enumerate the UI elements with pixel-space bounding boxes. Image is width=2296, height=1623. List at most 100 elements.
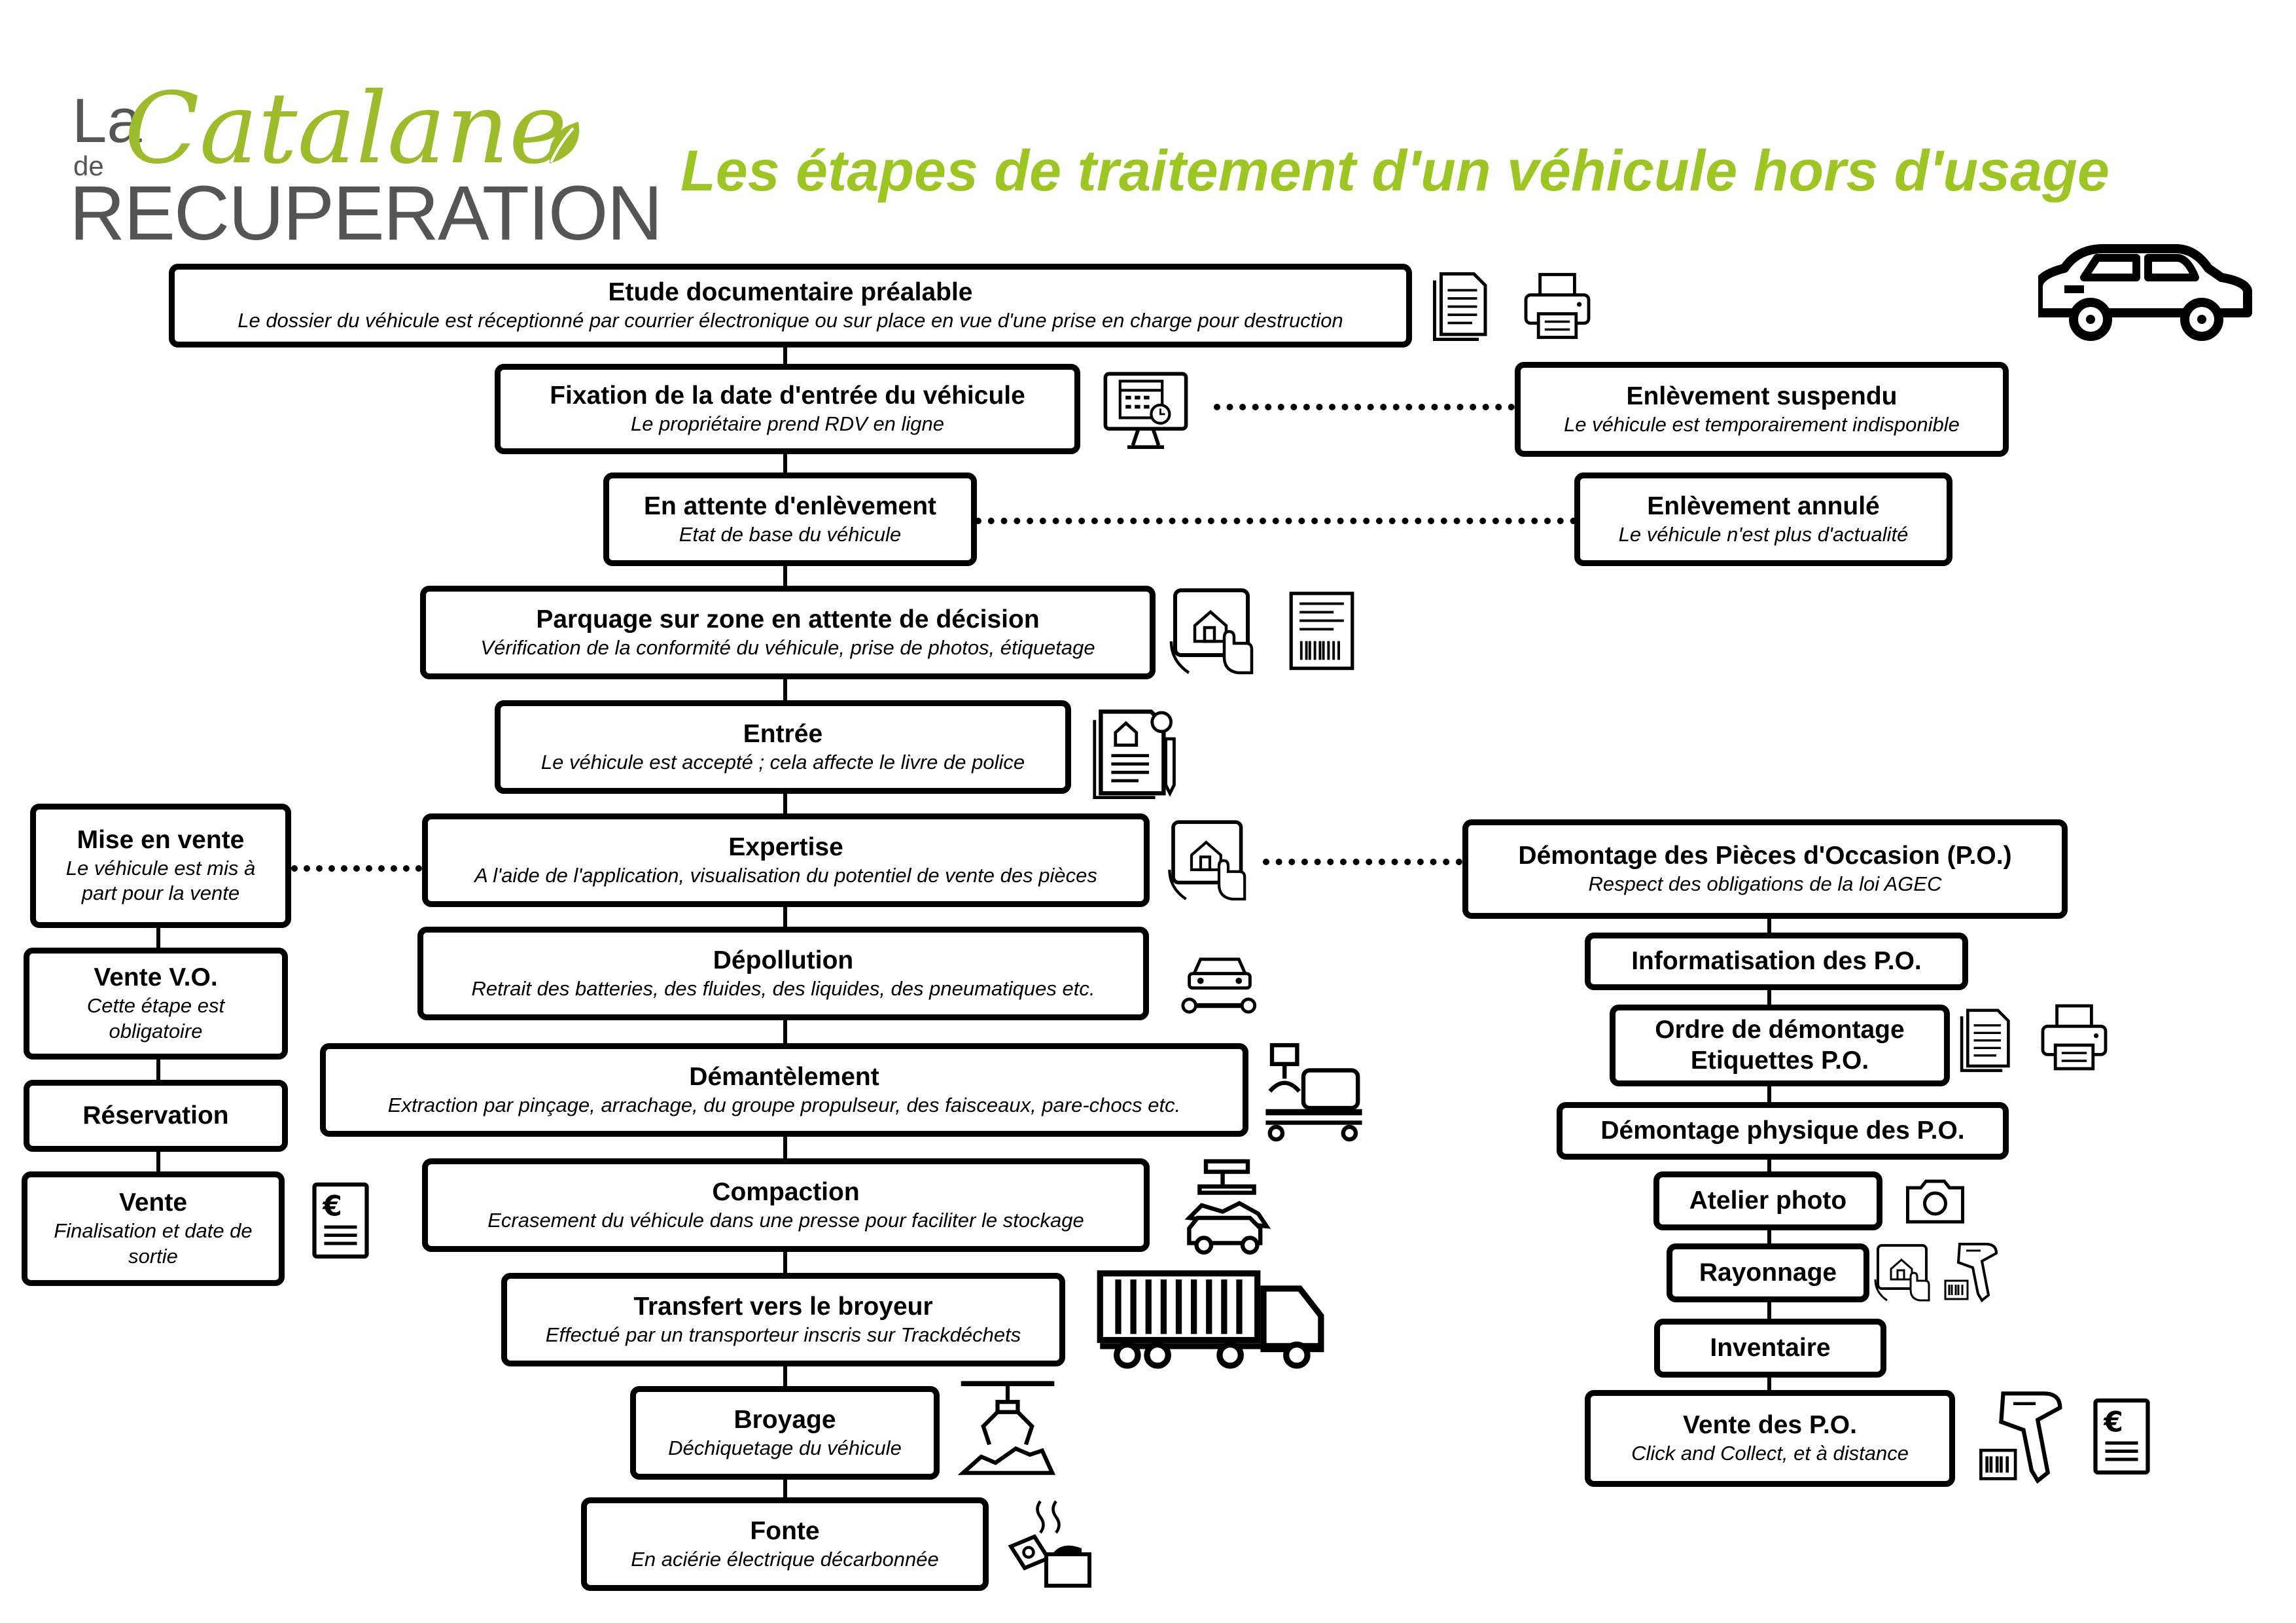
step-desc: Retrait des batteries, des fluides, des …	[471, 976, 1095, 1000]
step-depollution: Dépollution Retrait des batteries, des f…	[417, 927, 1149, 1020]
step-atelier-photo: Atelier photo	[1653, 1171, 1882, 1230]
step-title: Mise en vente	[77, 825, 245, 854]
step-title: Vente	[118, 1188, 188, 1217]
step-desc: Extraction par pinçage, arrachage, du gr…	[387, 1093, 1181, 1116]
tablet-touch-icon	[1871, 1240, 1937, 1306]
step-fonte: Fonte En aciérie électrique décarbonnée	[581, 1497, 989, 1591]
step-title: Vente des P.O.	[1683, 1411, 1857, 1440]
step-title: Rayonnage	[1699, 1258, 1837, 1287]
truck-icon	[1094, 1266, 1336, 1374]
step-entree: Entrée Le véhicule est accepté ; cela af…	[495, 700, 1071, 794]
step-vente-po: Vente des P.O. Click and Collect, et à d…	[1585, 1390, 1955, 1487]
step-title: Parquage sur zone en attente de décision	[536, 605, 1040, 633]
step-desc: Déchiquetage du véhicule	[668, 1436, 902, 1459]
calendar-monitor-icon	[1090, 366, 1201, 458]
step-desc: En aciérie électrique décarbonnée	[631, 1547, 939, 1571]
step-desc: Le véhicule est accepté ; cela affecte l…	[540, 750, 1025, 774]
step-title: En attente d'enlèvement	[643, 491, 937, 520]
step-title: Entrée	[743, 719, 823, 748]
logo-recuperation: RECUPERATION	[69, 170, 663, 257]
step-title: Expertise	[728, 832, 843, 861]
step-attente-enlevement: En attente d'enlèvement Etat de base du …	[603, 473, 977, 566]
step-demontage-physique: Démontage physique des P.O.	[1557, 1102, 2009, 1160]
step-parquage: Parquage sur zone en attente de décision…	[420, 586, 1156, 679]
leaf-icon	[549, 122, 580, 164]
step-reservation: Réservation	[24, 1080, 288, 1152]
link-cancelled	[975, 518, 1577, 524]
step-desc: Le véhicule est temporairement indisponi…	[1564, 412, 1960, 436]
tablet-touch-icon	[1161, 815, 1259, 906]
step-vente: Vente Finalisation et date de sortie	[22, 1171, 285, 1286]
step-title: Etude documentaire préalable	[608, 278, 973, 307]
crane-claw-icon	[952, 1378, 1063, 1479]
euro-invoice-icon	[2081, 1387, 2163, 1486]
step-desc: Le véhicule est mis à part pour la vente	[65, 856, 256, 905]
step-title: Broyage	[733, 1405, 836, 1434]
link-sale	[291, 865, 422, 872]
step-desc: Le dossier du véhicule est réceptionné p…	[238, 309, 1343, 332]
hoist-icon	[1262, 1037, 1366, 1145]
step-title: Enlèvement suspendu	[1626, 382, 1898, 410]
step-title: Démontage des Pièces d'Occasion (P.O.)	[1518, 842, 2012, 870]
step-title: Enlèvement annulé	[1647, 491, 1880, 520]
step-ordre-demontage: Ordre de démontage Etiquettes P.O.	[1610, 1005, 1950, 1086]
documents-icon	[1951, 995, 2026, 1083]
logo-la: La	[72, 86, 142, 156]
step-fixation-date: Fixation de la date d'entrée du véhicule…	[495, 364, 1080, 454]
step-title: Démontage physique des P.O.	[1600, 1116, 1965, 1145]
step-title: Vente V.O.	[94, 963, 218, 992]
step-desc: Click and Collect, et à distance	[1631, 1442, 1909, 1465]
step-desc: Ecrasement du véhicule dans une presse p…	[487, 1208, 1084, 1232]
step-title: Fonte	[750, 1516, 820, 1545]
link-suspended	[1214, 404, 1515, 410]
printer-icon	[1518, 265, 1597, 347]
step-vente-vo: Vente V.O. Cette étape est obligatoire	[24, 948, 288, 1060]
car-icon	[2038, 239, 2254, 350]
step-compaction: Compaction Ecrasement du véhicule dans u…	[422, 1158, 1150, 1252]
certificate-document-icon	[1086, 697, 1191, 802]
page-title: Les étapes de traitement d'un véhicule h…	[680, 138, 2110, 203]
step-title: Transfert vers le broyeur	[633, 1292, 933, 1321]
step-demantelement: Démantèlement Extraction par pinçage, ar…	[320, 1043, 1248, 1137]
tablet-touch-icon	[1162, 582, 1267, 681]
documents-icon	[1423, 259, 1505, 351]
step-title: Dépollution	[713, 946, 854, 974]
step-title: Fixation de la date d'entrée du véhicule	[550, 382, 1025, 410]
step-title: Inventaire	[1710, 1333, 1831, 1362]
step-broyage: Broyage Déchiquetage du véhicule	[630, 1386, 940, 1480]
step-title: Réservation	[82, 1101, 229, 1130]
step-desc: Respect des obligations de la loi AGEC	[1588, 872, 1942, 896]
step-inventaire: Inventaire	[1654, 1319, 1886, 1378]
logo-catalane: Catalane	[124, 72, 567, 186]
step-enlevement-annule: Enlèvement annulé Le véhicule n'est plus…	[1574, 473, 1952, 566]
step-mise-en-vente: Mise en vente Le véhicule est mis à part…	[30, 804, 291, 928]
step-informatisation-po: Informatisation des P.O.	[1585, 933, 1968, 990]
logo-de: de	[73, 151, 104, 181]
step-desc: Finalisation et date de sortie	[54, 1219, 253, 1268]
step-title: Ordre de démontage Etiquettes P.O.	[1655, 1015, 1905, 1075]
step-title: Informatisation des P.O.	[1631, 946, 1922, 975]
step-title: Compaction	[712, 1177, 860, 1206]
step-demontage-po: Démontage des Pièces d'Occasion (P.O.) R…	[1462, 819, 2068, 919]
barcode-scanner-icon	[1973, 1384, 2074, 1492]
logo: La Catalane de RECUPERATION	[65, 72, 663, 257]
step-title: Démantèlement	[689, 1062, 879, 1091]
step-title: Atelier photo	[1689, 1186, 1847, 1215]
barcode-scanner-icon	[1940, 1240, 2005, 1306]
step-transfert-broyeur: Transfert vers le broyeur Effectué par u…	[501, 1273, 1065, 1366]
step-desc: Effectué par un transporteur inscris sur…	[545, 1323, 1021, 1346]
step-enlevement-suspendu: Enlèvement suspendu Le véhicule est temp…	[1515, 362, 2009, 457]
step-etude-documentaire: Etude documentaire préalable Le dossier …	[169, 264, 1412, 348]
link-parts	[1263, 859, 1462, 865]
step-desc: Etat de base du véhicule	[679, 522, 902, 546]
step-desc: Cette étape est obligatoire	[86, 994, 225, 1043]
step-desc: Le véhicule n'est plus d'actualité	[1618, 522, 1909, 546]
furnace-pour-icon	[1001, 1495, 1099, 1594]
car-repair-icon	[1180, 939, 1260, 1021]
step-expertise: Expertise A l'aide de l'application, vis…	[422, 813, 1150, 907]
euro-invoice-icon	[300, 1171, 381, 1270]
step-desc: Le propriétaire prend RDV en ligne	[630, 412, 945, 436]
step-desc: Vérification de la conformité du véhicul…	[480, 635, 1095, 659]
step-rayonnage: Rayonnage	[1667, 1243, 1869, 1302]
printer-icon	[2035, 998, 2113, 1077]
